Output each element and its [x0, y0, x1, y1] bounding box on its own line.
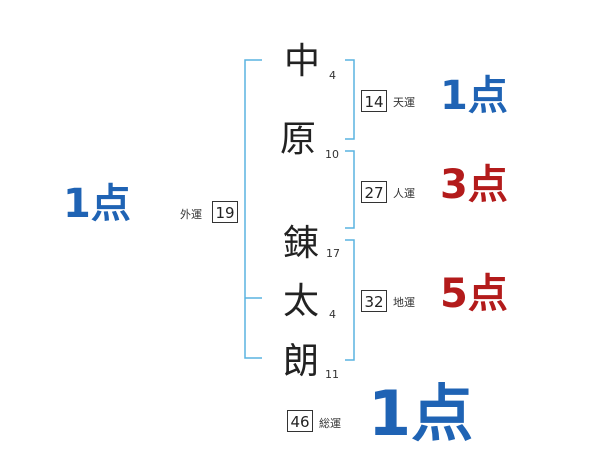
jin-label: 人運 [393, 187, 415, 200]
chi-score: 5点 [440, 271, 508, 317]
gai-score: 1点 [63, 181, 131, 227]
chi-label: 地運 [393, 296, 415, 309]
so-value-box: 46 [287, 410, 313, 432]
chi-value-box: 32 [361, 290, 387, 312]
stroke-count-1: 4 [329, 69, 336, 82]
stroke-count-3: 17 [326, 247, 340, 260]
jin-value-box: 27 [361, 181, 387, 203]
name-char-2: 原 [280, 119, 317, 160]
chi-bracket [345, 239, 355, 361]
gai-value-box: 19 [212, 201, 238, 223]
ten-score: 1点 [440, 73, 508, 119]
jin-bracket [345, 150, 355, 229]
name-char-1: 中 [284, 41, 321, 82]
ten-value-box: 14 [361, 90, 387, 112]
name-char-4: 太 [283, 281, 320, 322]
ten-label: 天運 [393, 96, 415, 109]
name-char-5: 朗 [283, 341, 320, 382]
stroke-count-2: 10 [325, 148, 339, 161]
so-label: 総運 [319, 417, 341, 430]
stroke-count-4: 4 [329, 308, 336, 321]
gai-label: 外運 [180, 208, 202, 221]
ten-bracket [345, 59, 355, 140]
name-char-3: 錬 [283, 223, 320, 264]
stroke-count-5: 11 [325, 368, 339, 381]
outer-bracket [244, 59, 262, 359]
so-score: 1点 [368, 377, 474, 450]
jin-score: 3点 [440, 162, 508, 208]
